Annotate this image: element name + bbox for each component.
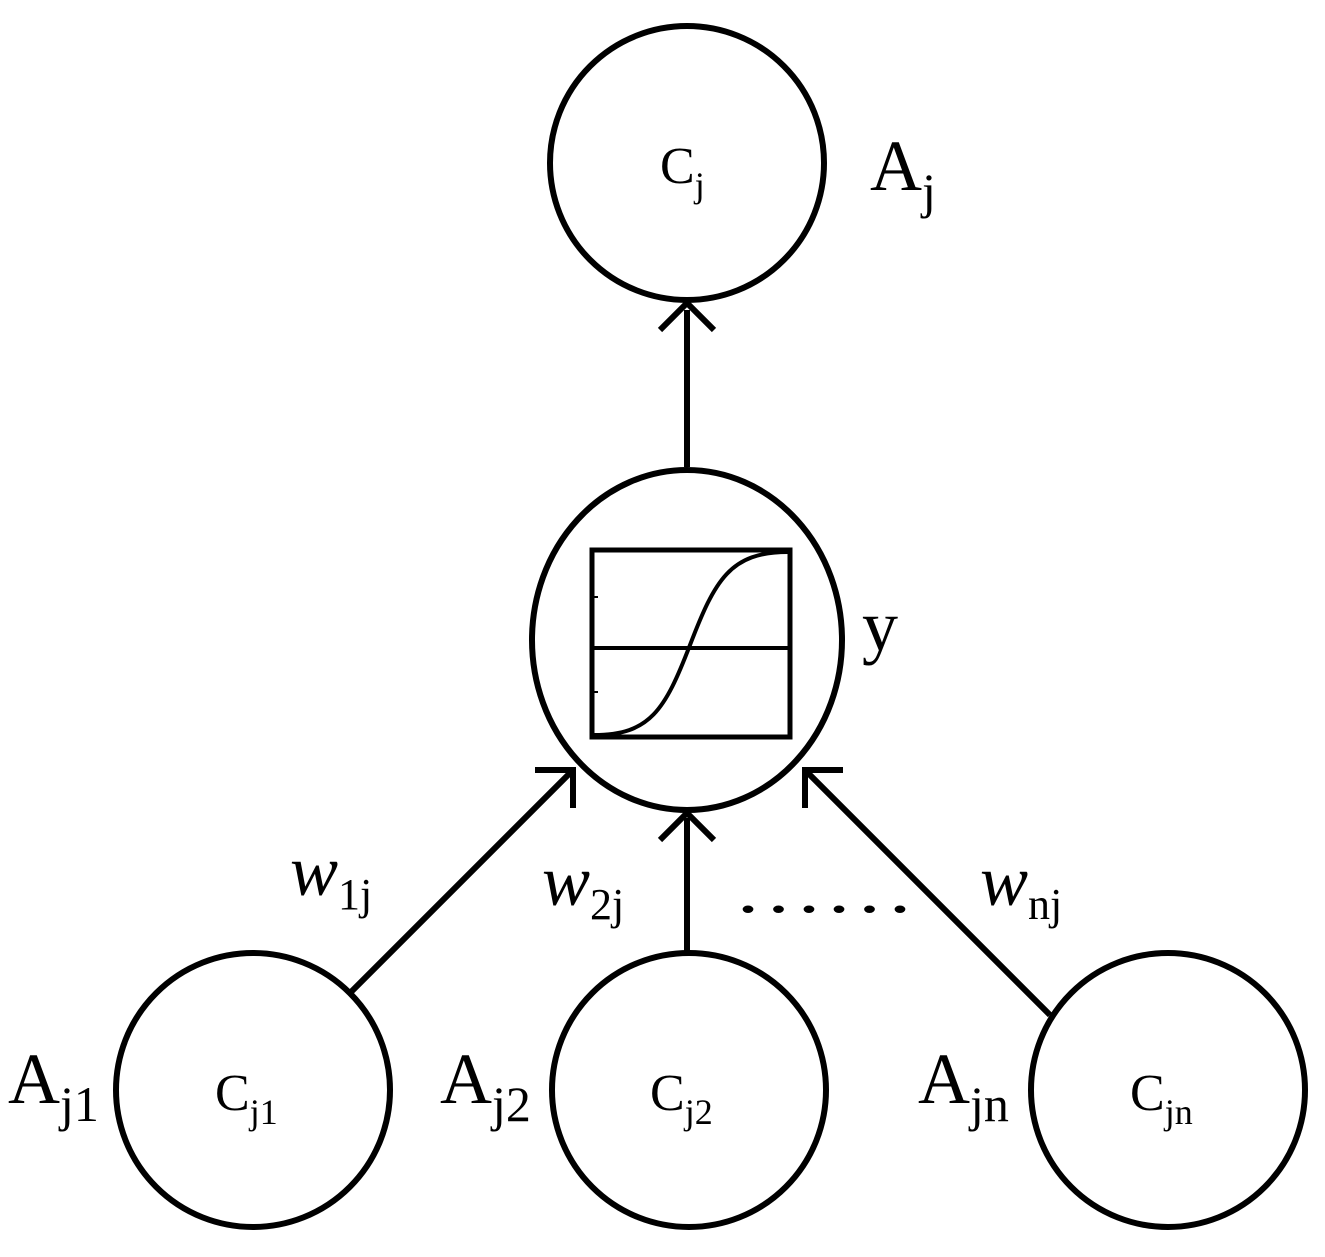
y-label: y <box>862 586 898 666</box>
aj-label: Aj <box>870 126 936 219</box>
node-cj1-label: Cj1 <box>215 1065 278 1132</box>
node-cj2 <box>549 950 829 1230</box>
sigmoid-curve <box>593 550 789 737</box>
node-cj2-label: Cj2 <box>650 1065 713 1132</box>
w1j-label: w1j <box>290 831 372 919</box>
sigmoid-frame <box>589 547 793 740</box>
w2j-label: w2j <box>542 841 624 929</box>
node-cj1 <box>113 950 393 1230</box>
sigmoid-plot <box>589 547 793 740</box>
wnj-label: wnj <box>980 841 1062 929</box>
node-cjn <box>1028 950 1308 1230</box>
node-cjn-label: Cjn <box>1130 1065 1193 1132</box>
ellipsis: …… <box>733 855 915 926</box>
arrowhead-wn <box>802 767 843 808</box>
arrowhead-cj <box>657 298 717 333</box>
ajn-label: Ajn <box>918 1039 1009 1132</box>
edge-cjn-to-y <box>802 767 1053 1018</box>
activation-node <box>529 467 845 813</box>
aj1-label: Aj1 <box>8 1039 99 1132</box>
aj2-label: Aj2 <box>440 1039 531 1132</box>
edge-cj1-to-y <box>347 767 576 996</box>
arrowhead-w2 <box>657 808 717 843</box>
node-cj-label: Cj <box>660 138 705 205</box>
arrowhead-w1 <box>535 767 576 808</box>
